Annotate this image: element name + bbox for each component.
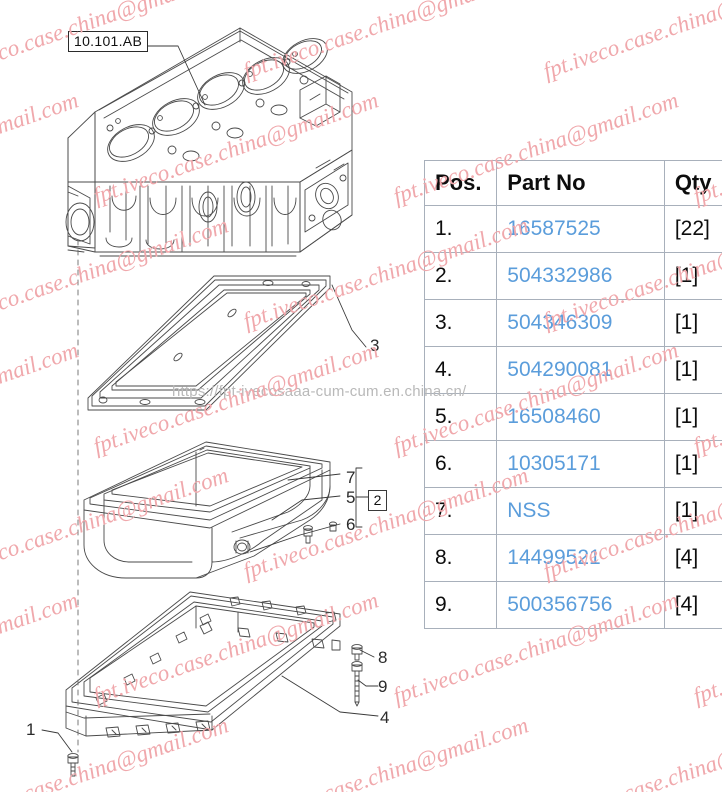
cell-part-no: 16508460	[497, 394, 665, 441]
watermark-email: fpt.iveco.case.china@gmail.com	[540, 0, 722, 85]
cell-pos: 3.	[425, 300, 497, 347]
callout-9: 9	[378, 677, 387, 697]
callout-7: 7	[346, 468, 355, 488]
cell-qty: [1]	[664, 394, 722, 441]
cell-pos: 5.	[425, 394, 497, 441]
cell-qty: [1]	[664, 300, 722, 347]
engine-cylinder-block	[66, 28, 352, 256]
callout-4: 4	[380, 708, 389, 728]
oil-pan-gasket-lower	[66, 592, 340, 737]
part-number-link[interactable]: 500356756	[507, 593, 612, 616]
part-number-link[interactable]: 504346309	[507, 311, 612, 334]
cell-pos: 2.	[425, 253, 497, 300]
cell-qty: [1]	[664, 347, 722, 394]
parts-list-table: Pos. Part No Qty 1. 16587525 [22] 2. 504…	[424, 160, 722, 629]
cell-part-no: 504332986	[497, 253, 665, 300]
cell-pos: 8.	[425, 535, 497, 582]
cell-part-no: 10305171	[497, 441, 665, 488]
table-row: 9. 500356756 [4]	[425, 582, 722, 629]
part-number-link[interactable]: 504290081	[507, 358, 612, 381]
table-row: 2. 504332986 [1]	[425, 253, 722, 300]
cell-qty: [1]	[664, 253, 722, 300]
table-row: 5. 16508460 [1]	[425, 394, 722, 441]
cell-part-no: 14499521	[497, 535, 665, 582]
part-number-link[interactable]: 10305171	[507, 452, 600, 475]
oil-pan-gasket-upper	[88, 276, 330, 410]
oil-pan-sump	[84, 442, 330, 578]
table-row: 8. 14499521 [4]	[425, 535, 722, 582]
part-number-link[interactable]: 16508460	[507, 405, 600, 428]
callout-5: 5	[346, 488, 355, 508]
callout-3: 3	[370, 336, 379, 356]
cell-pos: 9.	[425, 582, 497, 629]
column-header-part-no: Part No	[497, 161, 665, 206]
table-row: 7. NSS [1]	[425, 488, 722, 535]
callout-6: 6	[346, 515, 355, 535]
part-number-link[interactable]: 14499521	[507, 546, 600, 569]
cell-part-no: 16587525	[497, 206, 665, 253]
drawing-svg	[0, 0, 430, 792]
part-number-link[interactable]: NSS	[507, 499, 550, 522]
cell-part-no: 504290081	[497, 347, 665, 394]
table-row: 4. 504290081 [1]	[425, 347, 722, 394]
callout-1: 1	[26, 720, 35, 740]
table-row: 3. 504346309 [1]	[425, 300, 722, 347]
watermark-email: fpt.iveco.case.china@gmail.com	[540, 712, 722, 792]
table-row: 1. 16587525 [22]	[425, 206, 722, 253]
cell-pos: 1.	[425, 206, 497, 253]
exploded-parts-drawing: 10.101.AB 2 3 7 5 6 8 9 4 1	[0, 0, 430, 792]
cell-part-no: NSS	[497, 488, 665, 535]
cell-part-no: 500356756	[497, 582, 665, 629]
table-header-row: Pos. Part No Qty	[425, 161, 722, 206]
group-marker-2: 2	[368, 490, 387, 511]
part-number-link[interactable]: 504332986	[507, 264, 612, 287]
cell-qty: [4]	[664, 535, 722, 582]
cell-qty: [1]	[664, 488, 722, 535]
bolt-short	[352, 645, 362, 660]
assembly-code-label: 10.101.AB	[68, 31, 148, 52]
cell-qty: [4]	[664, 582, 722, 629]
cell-pos: 4.	[425, 347, 497, 394]
callout-8: 8	[378, 648, 387, 668]
cell-qty: [22]	[664, 206, 722, 253]
bolt-part-1	[68, 754, 78, 776]
part-number-link[interactable]: 16587525	[507, 217, 600, 240]
column-header-qty: Qty	[664, 161, 722, 206]
cell-pos: 7.	[425, 488, 497, 535]
bolt-long	[352, 662, 362, 706]
cell-pos: 6.	[425, 441, 497, 488]
column-header-pos: Pos.	[425, 161, 497, 206]
cell-qty: [1]	[664, 441, 722, 488]
table-row: 6. 10305171 [1]	[425, 441, 722, 488]
cell-part-no: 504346309	[497, 300, 665, 347]
